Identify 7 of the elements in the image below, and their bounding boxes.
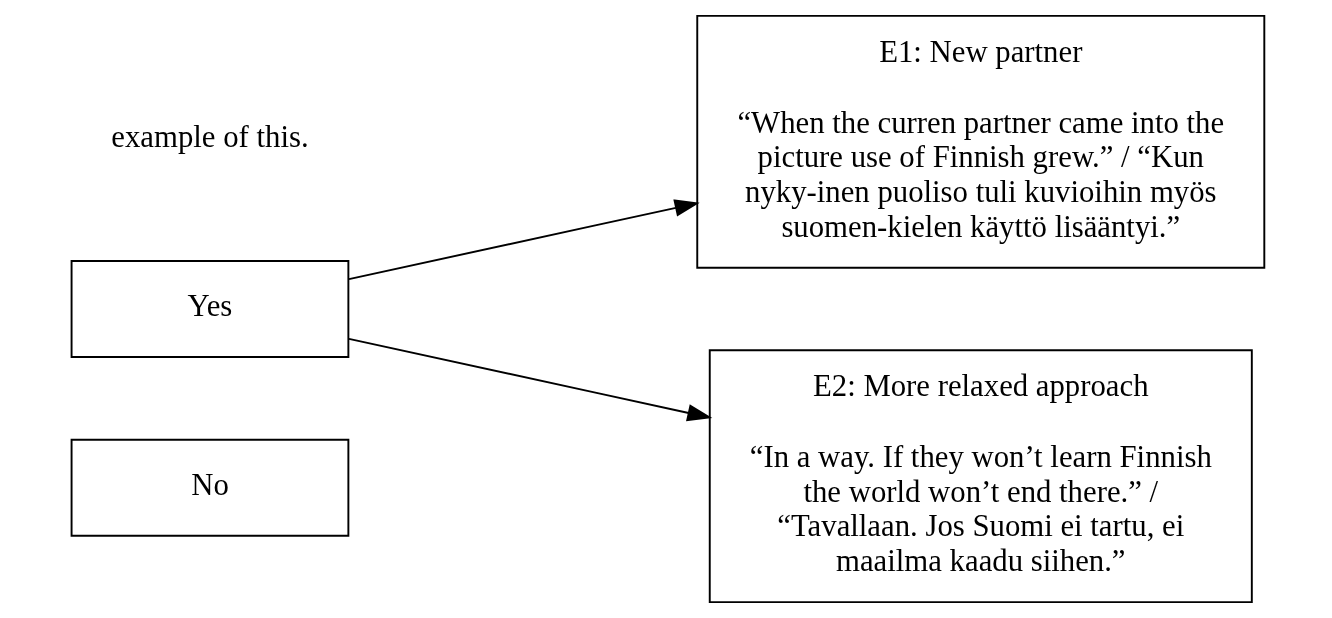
arrow [347, 337, 712, 422]
arrow [347, 199, 700, 281]
label: example of this. [110, 120, 309, 155]
node-box: E2: More relaxed approach “In a way. If they won’t learn Finnish the world won’t end there.” / “Tavallaan. Jos Suomi ei tartu, ei maailma kaadu siihen.” [708, 349, 1253, 604]
node-box: Yes [70, 260, 349, 358]
node-box: No [70, 438, 349, 537]
node-box: E1: New partner “When the curren partner came into the picture use of Finnish grew.” / “Kun nyky-inen puoliso tuli kuvioihin myös suomen-kielen käyttö lisääntyi.” [695, 14, 1265, 269]
